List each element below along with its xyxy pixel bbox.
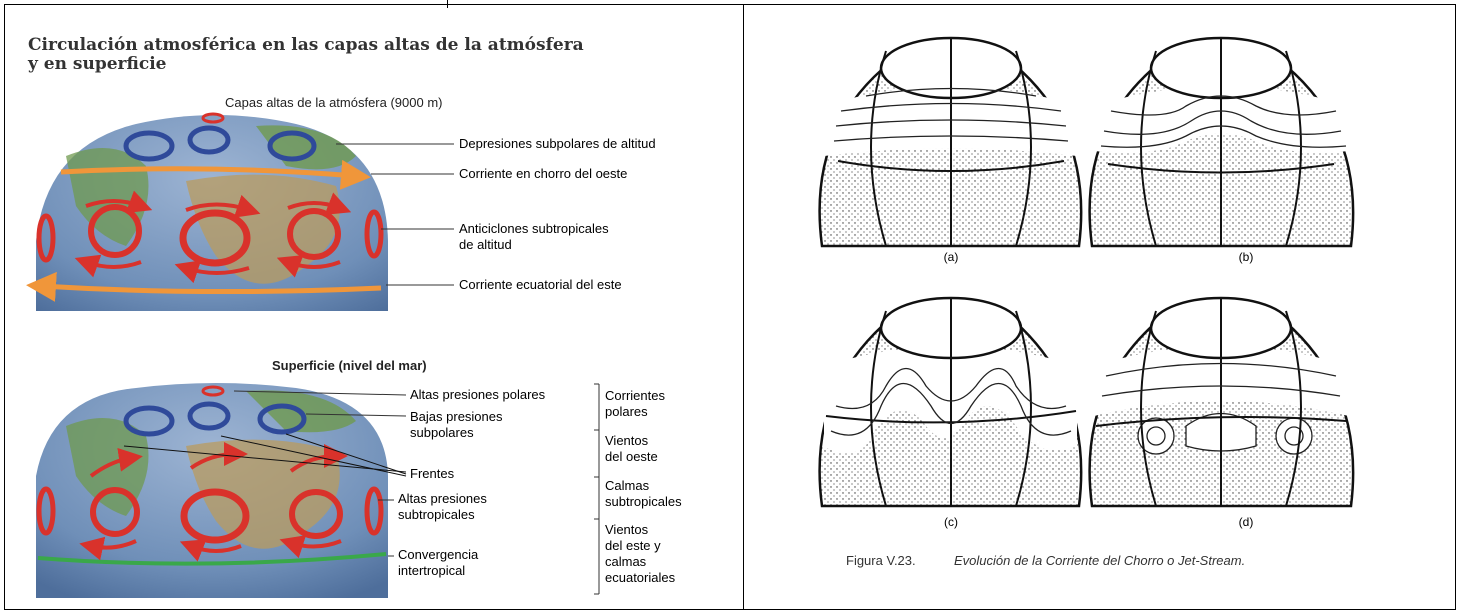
dome-a: (a) [818,36,1083,264]
label-a: (a) [944,250,959,264]
panel-divider [743,4,744,610]
label-altas-presiones: Altas presiones [398,491,487,506]
winds-calmas: Calmas [605,478,650,493]
figure-frame [4,4,1456,610]
winds-vientos-1: Vientos [605,433,649,448]
label-frentes: Frentes [410,466,455,481]
caption-text: Evolución de la Corriente del Chorro o J… [954,553,1245,568]
left-panel: Circulación atmosférica en las capas alt… [6,6,742,608]
label-bajas-presiones: Bajas presiones [410,409,503,424]
winds-vientos-2: Vientos [605,522,649,537]
winds-del-oeste: del oeste [605,449,658,464]
surface-heading: Superficie (nivel del mar) [272,358,427,373]
upper-globe: Capas altas de la atmósfera (9000 m) [26,95,656,326]
label-subtropicales: subtropicales [398,507,475,522]
winds-ecuatoriales: ecuatoriales [605,570,676,585]
label-corriente-chorro: Corriente en chorro del oeste [459,166,627,181]
caption-prefix: Figura V.23. [846,553,916,568]
upper-heading: Capas altas de la atmósfera (9000 m) [225,95,443,110]
jetstream-figure: (a) (b) (c) [818,36,1355,568]
dome-c: (c) [818,296,1083,529]
label-intertropical: intertropical [398,563,465,578]
winds-polares: polares [605,404,648,419]
winds-bracket [594,383,600,595]
label-b: (b) [1239,250,1254,264]
label-convergencia: Convergencia [398,547,479,562]
dome-d: (d) [1088,296,1355,529]
dome-b: (b) [1088,36,1355,264]
label-altas-polares: Altas presiones polares [410,387,546,402]
winds-corrientes: Corrientes [605,388,665,403]
title-line1: Circulación atmosférica en las capas alt… [28,35,584,55]
winds-calmas-2: calmas [605,554,647,569]
label-de-altitud: de altitud [459,237,512,252]
right-panel: (a) (b) (c) [746,6,1454,608]
label-anticiclones: Anticiclones subtropicales [459,221,609,236]
winds-del-este: del este y [605,538,661,553]
label-depresiones: Depresiones subpolares de altitud [459,136,656,151]
label-corriente-ecuatorial: Corriente ecuatorial del este [459,277,622,292]
title-line2: y en superficie [27,54,167,74]
label-d: (d) [1239,515,1254,529]
label-subpolares: subpolares [410,425,474,440]
circulation-diagram: Circulación atmosférica en las capas alt… [26,35,682,598]
surface-globe: Superficie (nivel del mar) [36,358,682,598]
top-tick-mark [447,0,448,8]
winds-subtropicales: subtropicales [605,494,682,509]
label-c: (c) [944,515,958,529]
